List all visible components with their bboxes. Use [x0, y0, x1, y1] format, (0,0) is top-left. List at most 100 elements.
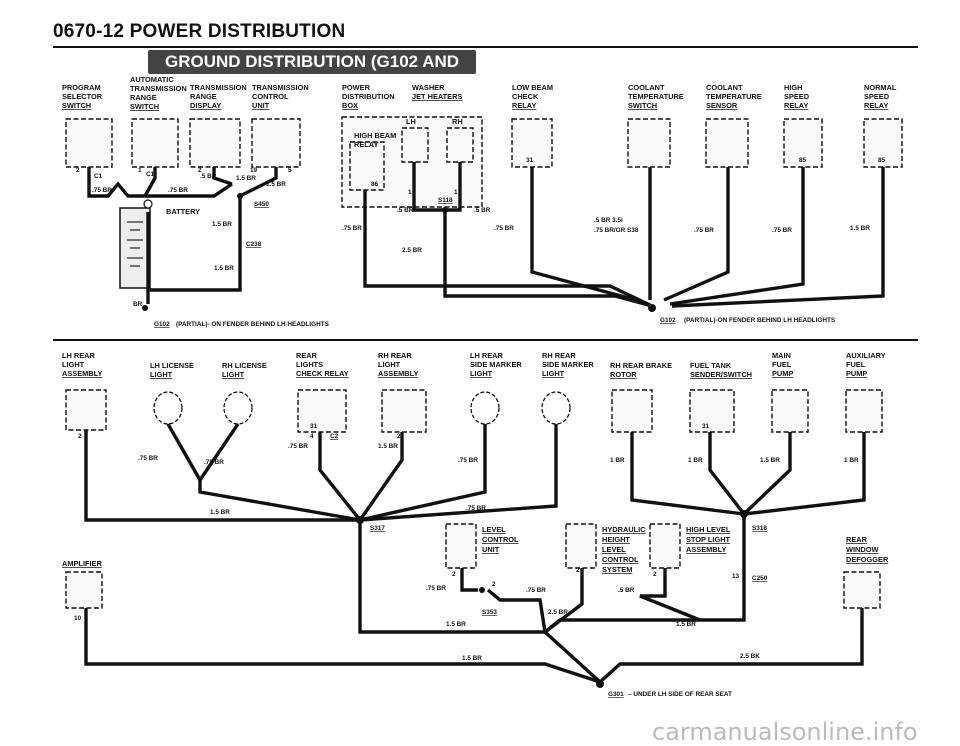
wire-label: .75 BR [342, 225, 362, 232]
pin-label: 85 [878, 157, 886, 164]
wire-label: .75 BR [458, 457, 478, 464]
pin-label: 2 [76, 167, 80, 174]
top-hispeed-label: SPEED [784, 92, 810, 101]
range-switch-box [131, 118, 179, 168]
wire-label: 1.5 BR [266, 181, 286, 188]
wire-label: 1.5 BR [214, 265, 234, 272]
stop-light-label: ASSEMBLY [686, 545, 726, 554]
wire-label: 2.5 BK [740, 653, 760, 660]
splice-label: S353 [482, 609, 497, 616]
pin-label: 10 [74, 615, 82, 622]
wire-label: .75 BR [494, 225, 514, 232]
splice-label: S118 [438, 197, 453, 204]
relay-label: RELAY [354, 140, 378, 149]
wire-label: 1 BR [688, 457, 703, 464]
hydraulic-box [565, 523, 597, 569]
lh-rear-light-box [65, 389, 107, 431]
wire-label: BR [133, 301, 143, 308]
bottom-lhlic-label: LIGHT [150, 370, 173, 379]
bottom-brake-label: ROTOR [610, 370, 637, 379]
stop-light-box [649, 523, 681, 569]
top-washer-label: JET HEATERS [412, 92, 462, 101]
normal-speed-relay-box [863, 118, 903, 168]
brake-rotor-box [611, 389, 653, 433]
top-trdisp-label: DISPLAY [190, 101, 221, 110]
coolant-switch-box [627, 118, 671, 168]
amplifier-label: AMPLIFIER [62, 559, 102, 568]
connector-label: C250 [752, 575, 768, 582]
top-washer-label: WASHER [412, 83, 445, 92]
level-control-box [445, 523, 477, 569]
pin-label: 2 [397, 433, 401, 440]
wire-label: .5 BR [397, 207, 414, 214]
amplifier-box [65, 571, 103, 609]
top-trctl-label: TRANSMISSION [252, 83, 309, 92]
top-wire-labels: .75 BR .75 BR .5 BR 1.5 BR 1.5 BR 1.5 BR… [76, 117, 886, 328]
top-ctsen-label: COOLANT [706, 83, 743, 92]
top-trctl-label: CONTROL [252, 92, 289, 101]
ground-note: – UNDER LH SIDE OF REAR SEAT [628, 691, 732, 698]
pin-label: 31 [702, 423, 710, 430]
rh-rear-light-box [381, 389, 427, 433]
level-control-label: CONTROL [482, 535, 519, 544]
splice-label: S317 [370, 525, 385, 532]
top-ctsw-label: COOLANT [628, 83, 665, 92]
hydraulic-label: HEIGHT [602, 535, 630, 544]
top-ctsen-label: TEMPERATURE [706, 92, 762, 101]
side-label: RH [452, 117, 463, 126]
high-beam-relay-box [349, 141, 385, 191]
defogger-label: WINDOW [846, 545, 878, 554]
top-lowbeam-label: RELAY [512, 101, 536, 110]
top-ctsw-label: TEMPERATURE [628, 92, 684, 101]
wire-label: .75 BR [426, 585, 446, 592]
top-prog-label: PROGRAM [62, 83, 101, 92]
level-control-label: LEVEL [482, 525, 506, 534]
title-rule [53, 46, 918, 48]
pin-label: 86 [371, 181, 379, 188]
bottom-rhlic-label: RH LICENSE [222, 361, 267, 370]
bottom-wire-labels: .75 BR .75 BR .75 BR 1.5 BR .75 BR 1.5 B… [62, 423, 889, 698]
pin-label: 5 [288, 167, 292, 174]
wire-label: 1.5 BR [236, 175, 256, 182]
ground-note: (PARTIAL)-ON FENDER BEHIND LH HEADLIGHTS [684, 317, 836, 324]
pin-label: 31 [526, 157, 534, 164]
wire-label: .5 BR [200, 173, 217, 180]
ground-label: G102 [660, 317, 676, 324]
pin-label: 2 [198, 167, 202, 174]
top-normspeed-label: NORMAL [864, 83, 897, 92]
hydraulic-label: LEVEL [602, 545, 626, 554]
top-prog-label: SELECTOR [62, 92, 103, 101]
splice-label: S450 [254, 201, 269, 208]
splice-label: S318 [752, 525, 767, 532]
bottom-rhside-label: RH REAR [542, 351, 576, 360]
pin-label: 19 [250, 167, 258, 174]
stop-light-label: HIGH LEVEL [686, 525, 731, 534]
stop-light-label: STOP LIGHT [686, 535, 731, 544]
range-display-box [189, 118, 241, 168]
ground-label: G301 [608, 691, 624, 698]
bottom-lhside-label: LIGHT [470, 369, 493, 378]
top-atrange-label: SWITCH [130, 102, 159, 111]
wire-label: 1.5 BR [378, 443, 398, 450]
bottom-rhrear-label: RH REAR [378, 351, 412, 360]
top-normspeed-label: RELAY [864, 101, 888, 110]
top-ctsw-label: SWITCH [628, 101, 657, 110]
bottom-rearchk-label: REAR [296, 351, 318, 360]
hydraulic-label: HYDRAULIC [602, 525, 646, 534]
defogger-label: DEFOGGER [846, 555, 889, 564]
bottom-mainpump-label: FUEL [772, 360, 792, 369]
wire-label: 1.5 BR [850, 225, 870, 232]
battery-label: BATTERY [166, 207, 200, 216]
top-pdb-label: POWER [342, 83, 371, 92]
wire-label: 1.5 BR [212, 221, 232, 228]
bottom-mainpump-label: PUMP [772, 369, 793, 378]
wire-label: 1 BR [610, 457, 625, 464]
pin-label: 1 [454, 189, 458, 196]
bottom-component-boxes [65, 389, 883, 609]
wire-label: .5 BR [618, 587, 635, 594]
coolant-sensor-box [705, 118, 749, 168]
pin-label: 1 [408, 189, 412, 196]
page-title: 0670-12 POWER DISTRIBUTION [53, 21, 346, 42]
